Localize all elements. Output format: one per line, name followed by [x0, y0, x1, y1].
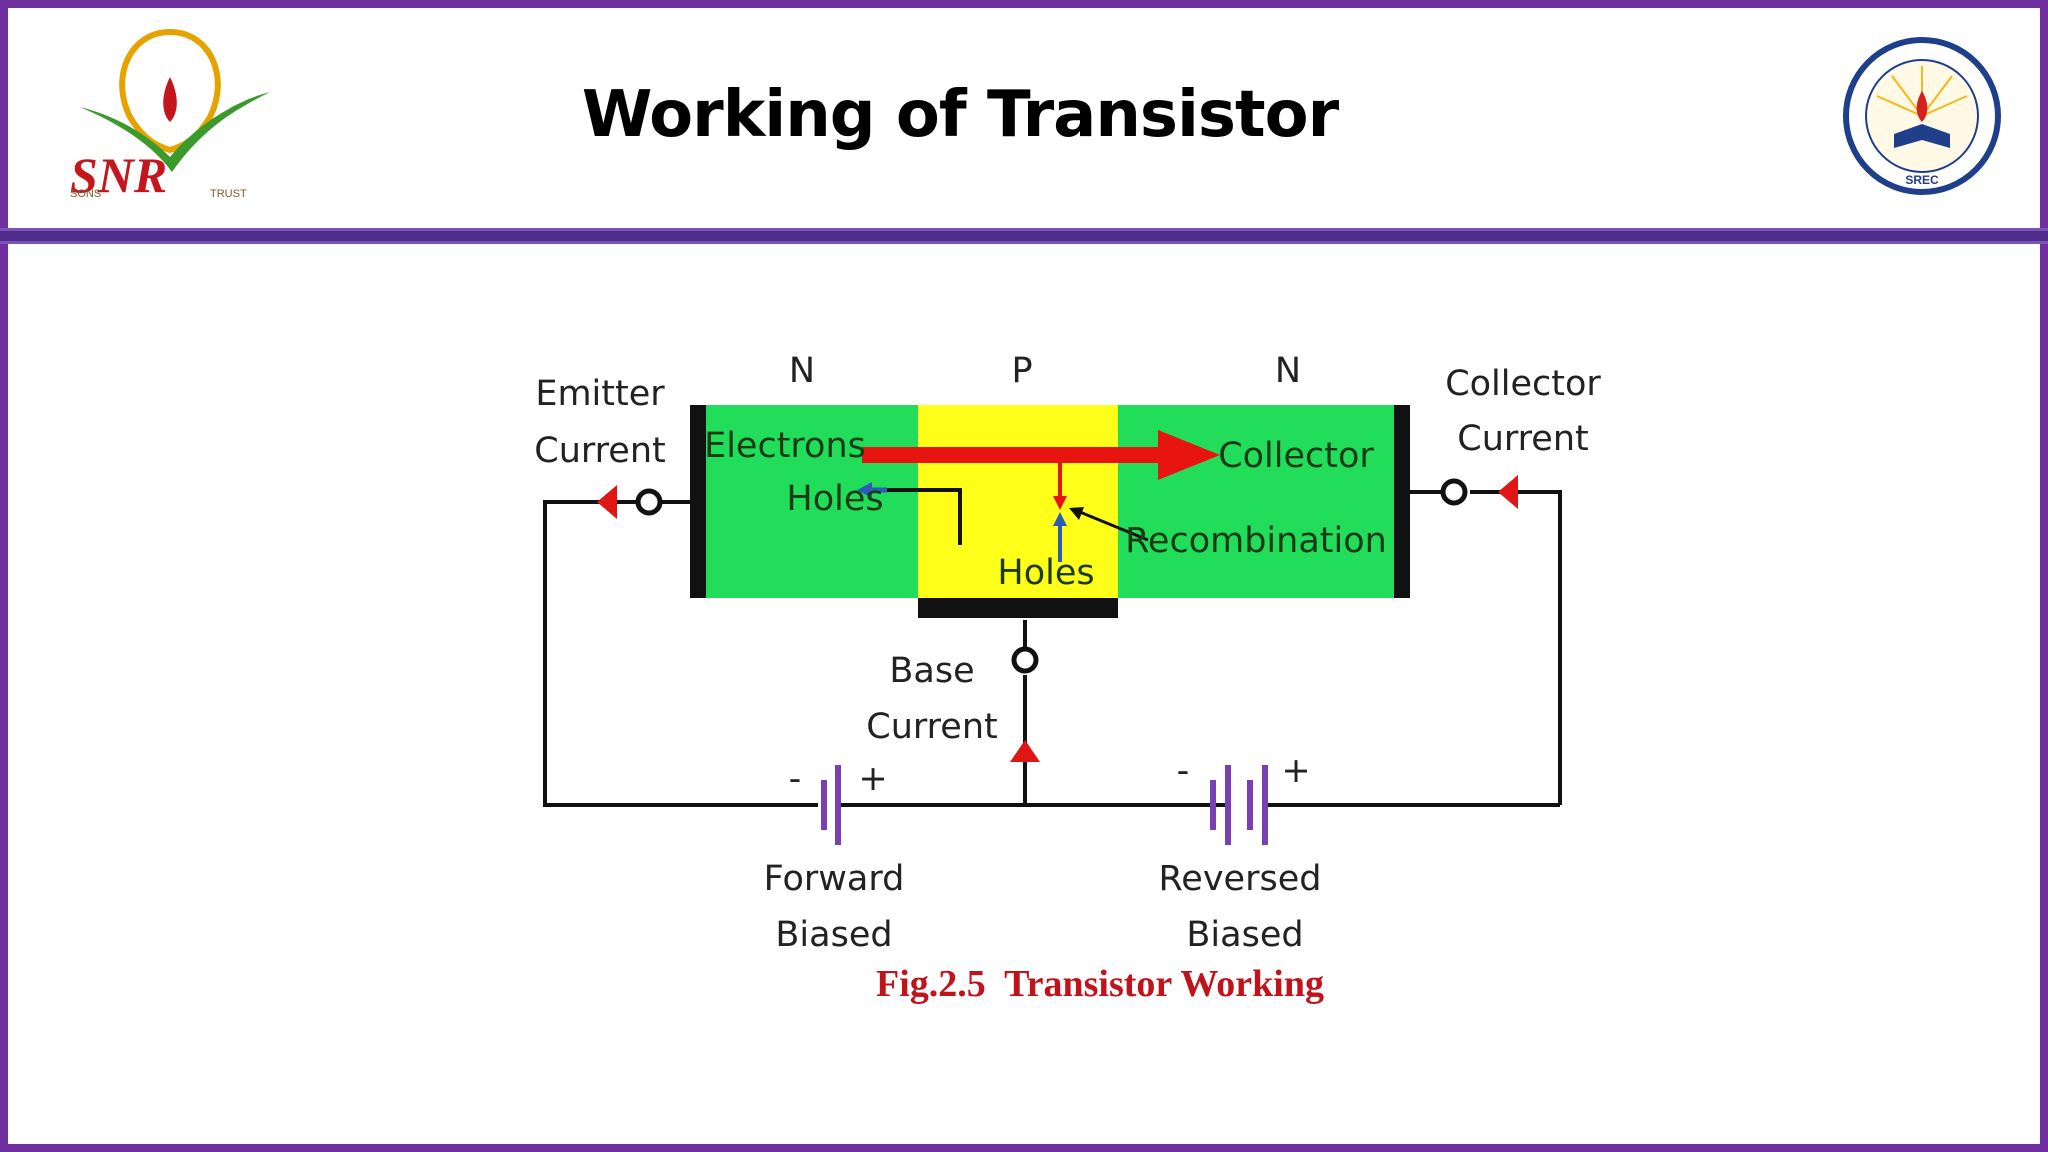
label-p: P	[1011, 351, 1032, 391]
reverse-battery	[1210, 765, 1268, 845]
electron-flow-bar	[862, 447, 1162, 463]
label-emitter-current-1: Emitter	[535, 374, 665, 414]
emitter-contact	[690, 405, 706, 598]
label-collector-current-1: Collector	[1445, 364, 1601, 404]
label-electrons: Electrons	[704, 426, 866, 466]
label-minus-right: -	[1177, 751, 1190, 791]
svg-text:SONS: SONS	[70, 188, 101, 197]
snr-logo: SNR SONS TRUST	[70, 28, 270, 197]
label-plus-right: +	[1281, 751, 1310, 791]
label-collector-current-2: Current	[1457, 419, 1588, 459]
srec-seal-logo: SREC	[1843, 37, 2001, 195]
label-reversed-1: Reversed	[1159, 859, 1322, 899]
emitter-terminal	[635, 488, 663, 516]
base-terminal	[1011, 646, 1039, 674]
label-forward-2: Biased	[775, 915, 892, 955]
electron-flow-arrowhead	[1158, 430, 1220, 480]
page-title: Working of Transistor	[581, 78, 1339, 152]
base-p-region	[918, 405, 1118, 598]
label-holes-left: Holes	[786, 479, 883, 519]
figure-caption: Fig.2.5 Transistor Working	[876, 963, 1324, 1005]
holes-path-left	[887, 488, 962, 545]
forward-battery	[821, 765, 841, 845]
collector-terminal	[1440, 478, 1468, 506]
label-holes-base: Holes	[997, 553, 1094, 593]
label-plus-left: +	[858, 759, 887, 799]
label-forward-1: Forward	[764, 859, 905, 899]
label-n-right: N	[1275, 351, 1301, 391]
collector-contact	[1394, 405, 1410, 598]
label-base-current-1: Base	[889, 651, 974, 691]
holes-left-arrowhead	[857, 482, 872, 498]
label-reversed-2: Biased	[1186, 915, 1303, 955]
collector-current-arrow	[1498, 475, 1518, 509]
base-current-arrow	[1010, 740, 1040, 762]
emitter-current-arrow	[597, 485, 617, 519]
label-recombination: Recombination	[1125, 521, 1387, 561]
emitter-n-region	[690, 405, 918, 598]
label-n-left: N	[789, 351, 815, 391]
transistor-diagram: N P N Emitter Current Collector Current …	[534, 351, 1601, 955]
label-collector: Collector	[1218, 436, 1374, 476]
base-contact	[918, 598, 1118, 618]
recombination-pointer	[1069, 507, 1084, 520]
svg-text:TRUST: TRUST	[210, 188, 247, 197]
header-divider	[0, 228, 2048, 244]
svg-text:SREC: SREC	[1905, 173, 1939, 187]
label-base-current-2: Current	[866, 707, 997, 747]
snr-logo-text: SNR	[70, 147, 167, 197]
label-minus-left: -	[789, 759, 802, 799]
label-emitter-current-2: Current	[534, 431, 665, 471]
